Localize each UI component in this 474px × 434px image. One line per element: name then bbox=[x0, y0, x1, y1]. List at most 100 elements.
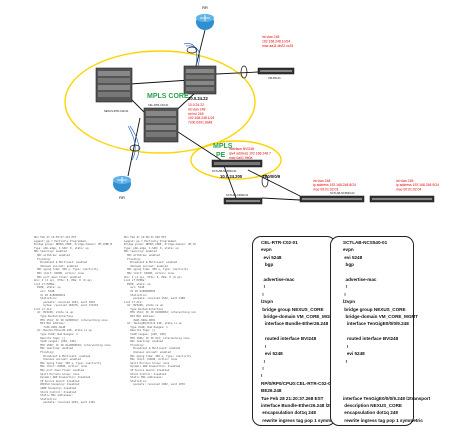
mpls-pe-ellipse bbox=[190, 140, 282, 180]
chassis-center-bottom[interactable] bbox=[143, 107, 179, 143]
terminal-line: Mon Feb 27 14:56:31.540 EST bbox=[124, 236, 167, 239]
terminal-line: MAC port down flush: enabled bbox=[34, 368, 84, 372]
bottom-left-switch[interactable] bbox=[223, 197, 263, 205]
terminal-line: EVPN, state: up bbox=[124, 282, 151, 286]
terminal-line: BVI MAC address: bbox=[124, 315, 156, 319]
config-line: BE26.248 bbox=[261, 388, 282, 394]
terminal-line: packets: received 1542, sent 1488 bbox=[124, 297, 185, 301]
terminal-line: IGMP Snooping: disabled bbox=[34, 386, 77, 390]
terminal-line: AC: TenGigE0/0/0/9.248, state is up bbox=[124, 322, 182, 326]
terminal-line: Flooding: bbox=[34, 351, 55, 354]
config-line: interface Bundle-Ether26.248 bbox=[261, 321, 329, 327]
terminal-line: Unknown unicast: enabled bbox=[124, 264, 168, 268]
config-line: ! bbox=[343, 284, 348, 290]
router-bvi-line: 7c0b.0d01.9a48 bbox=[188, 121, 212, 125]
terminal-line: 0a01.9b0a.0001 bbox=[124, 318, 156, 322]
terminal-line: Legend: pp = Partially Programmed. bbox=[34, 239, 88, 243]
config-line: evi 5248 bbox=[261, 254, 282, 260]
terminal-line: Type: pbb-edge, I-SID: 0, state: up bbox=[124, 246, 179, 250]
terminal-line: VLAN ranges: [248, 248] bbox=[34, 340, 77, 344]
switch-a-line: int vlan 248 bbox=[313, 179, 330, 183]
config-line: ! bbox=[261, 284, 266, 290]
config-line: bridge-domain VM_CORE_MGMT bbox=[343, 314, 419, 320]
terminal-line: MAC limit: 64000, Action: none bbox=[124, 358, 178, 362]
terminal-line: MAC aging time: 300 s, Type: inactivity bbox=[124, 354, 192, 358]
rr-bottom-label: RR bbox=[119, 195, 125, 200]
terminal-line: Static MAC addresses: bbox=[34, 394, 74, 398]
far-right-switch[interactable] bbox=[257, 67, 295, 75]
terminal-line: MAC withdraw: enabled bbox=[34, 253, 70, 257]
terminal-line: Flooding: bbox=[124, 343, 145, 347]
terminal-line: IP Source Guard: disabled bbox=[34, 379, 80, 383]
terminal-line: Storm Control: disabled bbox=[34, 390, 77, 394]
config-line: encapsulation dot1q 248 bbox=[261, 410, 316, 416]
terminal-line: Legend: pp = Partially Programmed. bbox=[124, 239, 178, 243]
terminal-line: MAC port down flush: enabled bbox=[34, 275, 81, 279]
config-line: routed interface BVI248 bbox=[261, 336, 317, 342]
bottom-right-switch[interactable] bbox=[299, 195, 435, 203]
config-line: bridge group NEXUS_CORE bbox=[343, 306, 406, 312]
terminal-line: EVPN, state: up bbox=[34, 286, 61, 290]
mpls-core-ellipse bbox=[64, 50, 256, 154]
pe-bvi-line: ipv4 address 192.168.248.7 bbox=[229, 151, 271, 155]
config-line: ! bbox=[261, 358, 266, 364]
terminal-line: Broadcast & Multicast: enabled bbox=[124, 261, 178, 265]
terminal-line: evi: 5248 bbox=[34, 289, 55, 293]
config-line: ! bbox=[261, 365, 264, 371]
chassis-left[interactable] bbox=[95, 67, 133, 103]
pe-bvi-line: mac 0a01.9b0a bbox=[229, 156, 252, 160]
te-interface-label: TE0/0/0/9 bbox=[262, 174, 281, 179]
terminal-line: Type VLAN; Num Ranges: 1 bbox=[34, 333, 78, 337]
terminal-line: Statistics: bbox=[34, 297, 58, 301]
terminal-line: Broadcast & Multicast: enabled bbox=[34, 261, 88, 265]
router-bvi-line: 10.0.24.22 bbox=[188, 103, 204, 107]
terminal-line: XC ID 0x80000012 bbox=[34, 293, 66, 297]
terminal-line: Flooding: bbox=[124, 257, 142, 261]
config-line bbox=[343, 372, 413, 379]
vm-vlan-line: 192.168.248.10/24 bbox=[262, 39, 290, 43]
router-bvi-line: 192.168.248.1/24 bbox=[188, 116, 215, 120]
terminal-line: Split Horizon Group: none bbox=[124, 361, 170, 365]
chassis-right-top[interactable] bbox=[183, 65, 217, 95]
terminal-line: evi: 5248 bbox=[124, 286, 145, 290]
bundle-marker-right bbox=[240, 65, 248, 79]
terminal-line: MAC learning: enabled bbox=[34, 347, 74, 351]
terminal-line: Storm Control: disabled bbox=[124, 372, 167, 376]
pe-switch[interactable] bbox=[211, 159, 263, 168]
config-line: ! bbox=[261, 291, 264, 297]
pe-switch-label: SCTLAB-NCS540-01 bbox=[212, 169, 237, 173]
terminal-line: Bridge group: NEXUS_CORE, bridge-domain:… bbox=[34, 243, 112, 247]
far-right-switch-label: VM-SW-01 bbox=[268, 76, 281, 80]
terminal-line: MTU 1500; XC ID 0x2; interworking none bbox=[124, 336, 190, 340]
switch-b-line: mac 00:01:02:04 bbox=[396, 187, 421, 191]
terminal-line: Bridge group: NEXUS_CORE, bridge-domain:… bbox=[124, 243, 196, 247]
terminal-line: IP Source Guard: disabled bbox=[124, 368, 170, 372]
config-line: evi 5248 bbox=[343, 254, 363, 260]
terminal-line: MAC limit: 64000, Action: none bbox=[34, 365, 88, 369]
terminal-line: MAC limit: 64000, Action: none bbox=[34, 271, 84, 275]
config-line bbox=[343, 269, 413, 276]
device-right-top-label: 10.0.24.22 bbox=[188, 96, 208, 101]
pe-switch-ip: 10.0.24.200 bbox=[220, 174, 243, 179]
route-reflector-top[interactable] bbox=[196, 14, 214, 30]
terminal-line: Unknown unicast: enabled bbox=[34, 264, 78, 268]
terminal-line: MAC learning: enabled bbox=[124, 340, 164, 344]
terminal-line: Statistics: bbox=[34, 397, 58, 401]
switch-b-line: int vlan 248 bbox=[396, 179, 413, 183]
config-line: rewrite ingress tag pop 1 symmetric bbox=[261, 417, 341, 423]
terminal-line: ACs: 2 (2 up), VFIs: 0, PWs: 0 (0 up) bbox=[34, 279, 92, 283]
terminal-line: ACs: 2 (2 up), VFIs: 0, PWs: 0 (0 up) bbox=[124, 275, 182, 279]
config-line: advertise-mac bbox=[343, 277, 377, 283]
terminal-line: AC: BVI248, state is up bbox=[34, 311, 74, 315]
switch-a-line: ip address 192.168.248.8/24 bbox=[313, 183, 356, 187]
pe-bvi-line: interface BVI248 bbox=[229, 147, 254, 151]
route-reflector-bottom[interactable] bbox=[113, 176, 131, 192]
terminal-line: Static MAC addresses: bbox=[124, 376, 164, 380]
config-line: evpn bbox=[343, 247, 354, 253]
